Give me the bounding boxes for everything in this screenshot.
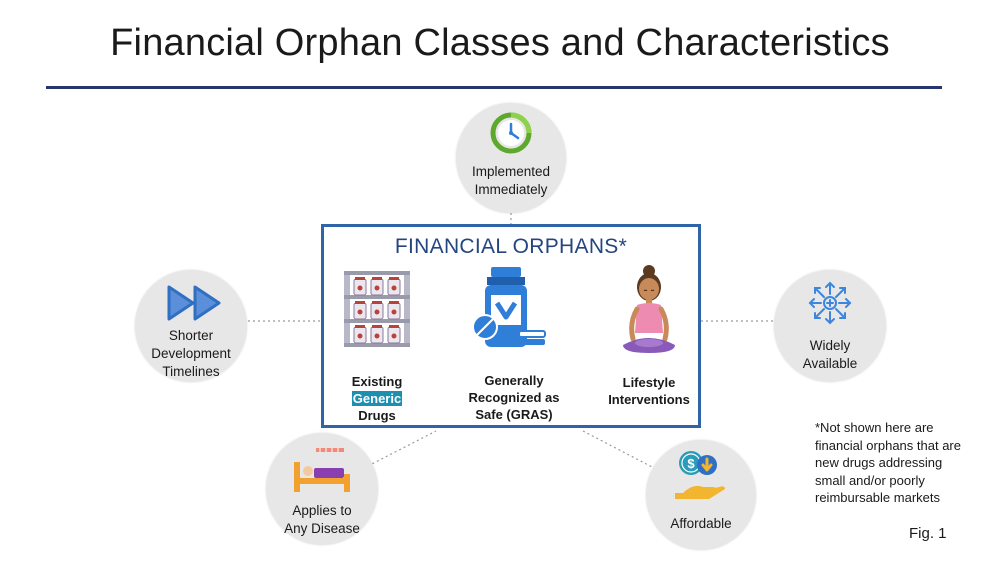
footnote-line3: new drugs addressing xyxy=(815,455,943,470)
item-gras: Generally Recognized as Safe (GRAS) xyxy=(454,372,574,423)
applies-label-line1: Applies to xyxy=(292,503,352,518)
shorter-label-line1: Shorter xyxy=(168,328,214,343)
affordable-label: Affordable xyxy=(670,516,732,531)
gras-label-line1: Generally xyxy=(484,373,544,388)
svg-text:$: $ xyxy=(687,456,695,471)
characteristic-applies-any-disease: Applies to Any Disease xyxy=(266,433,378,545)
clock-icon xyxy=(490,112,532,154)
fast-forward-icon xyxy=(167,285,221,321)
footnote: *Not shown here are financial orphans th… xyxy=(815,419,985,507)
existing-label-line3: Drugs xyxy=(358,408,396,423)
lifestyle-label-line2: Interventions xyxy=(608,392,690,407)
connector-affordable xyxy=(582,430,655,469)
footnote-line1: *Not shown here are xyxy=(815,420,934,435)
page-title: Financial Orphan Classes and Characteris… xyxy=(110,22,890,64)
item-lifestyle-interventions: Lifestyle Interventions xyxy=(594,374,704,408)
lifestyle-label-line1: Lifestyle xyxy=(622,375,676,390)
widely-label-line1: Widely xyxy=(809,338,851,353)
characteristic-affordable: $ Affordable xyxy=(646,440,756,550)
widely-label-line2: Available xyxy=(802,356,858,371)
expand-arrows-icon xyxy=(808,281,852,325)
financial-orphans-title: FINANCIAL ORPHANS* xyxy=(394,235,628,258)
title-divider xyxy=(46,86,942,89)
characteristic-implemented-immediately: Implemented Immediately xyxy=(456,103,566,213)
connector-applies xyxy=(367,430,437,467)
meditating-woman-icon xyxy=(623,265,675,353)
footnote-line5: reimbursable markets xyxy=(815,490,940,505)
shorter-label-line3: Timelines xyxy=(162,364,220,379)
footnote-line2: financial orphans that are xyxy=(815,437,961,453)
generic-highlight: Generic xyxy=(351,391,403,406)
gras-label-line3: Safe (GRAS) xyxy=(475,407,553,422)
characteristic-shorter-timelines: Shorter Development Timelines xyxy=(135,270,247,382)
coins-hand-icon: $ xyxy=(675,451,725,499)
characteristic-widely-available: Widely Available xyxy=(774,270,886,382)
medicine-bottle-check-icon xyxy=(472,267,546,347)
gras-label-line2: Recognized as xyxy=(468,390,560,405)
hospital-bed-icon xyxy=(294,448,350,492)
item-existing-generic-drugs: Existing Generic Drugs xyxy=(334,373,420,424)
implemented-label-line2: Immediately xyxy=(474,182,548,197)
implemented-label-line1: Implemented xyxy=(471,164,551,179)
figure-label: Fig. 1 xyxy=(909,525,947,542)
shorter-label-line2: Development xyxy=(151,346,231,361)
financial-orphans-box: FINANCIAL ORPHANS* xyxy=(321,224,701,428)
existing-label-line1: Existing xyxy=(351,374,403,389)
footnote-line4: small and/or poorly xyxy=(815,472,925,488)
pill-bottles-shelf-icon xyxy=(344,271,410,347)
applies-label-line2: Any Disease xyxy=(284,521,360,536)
